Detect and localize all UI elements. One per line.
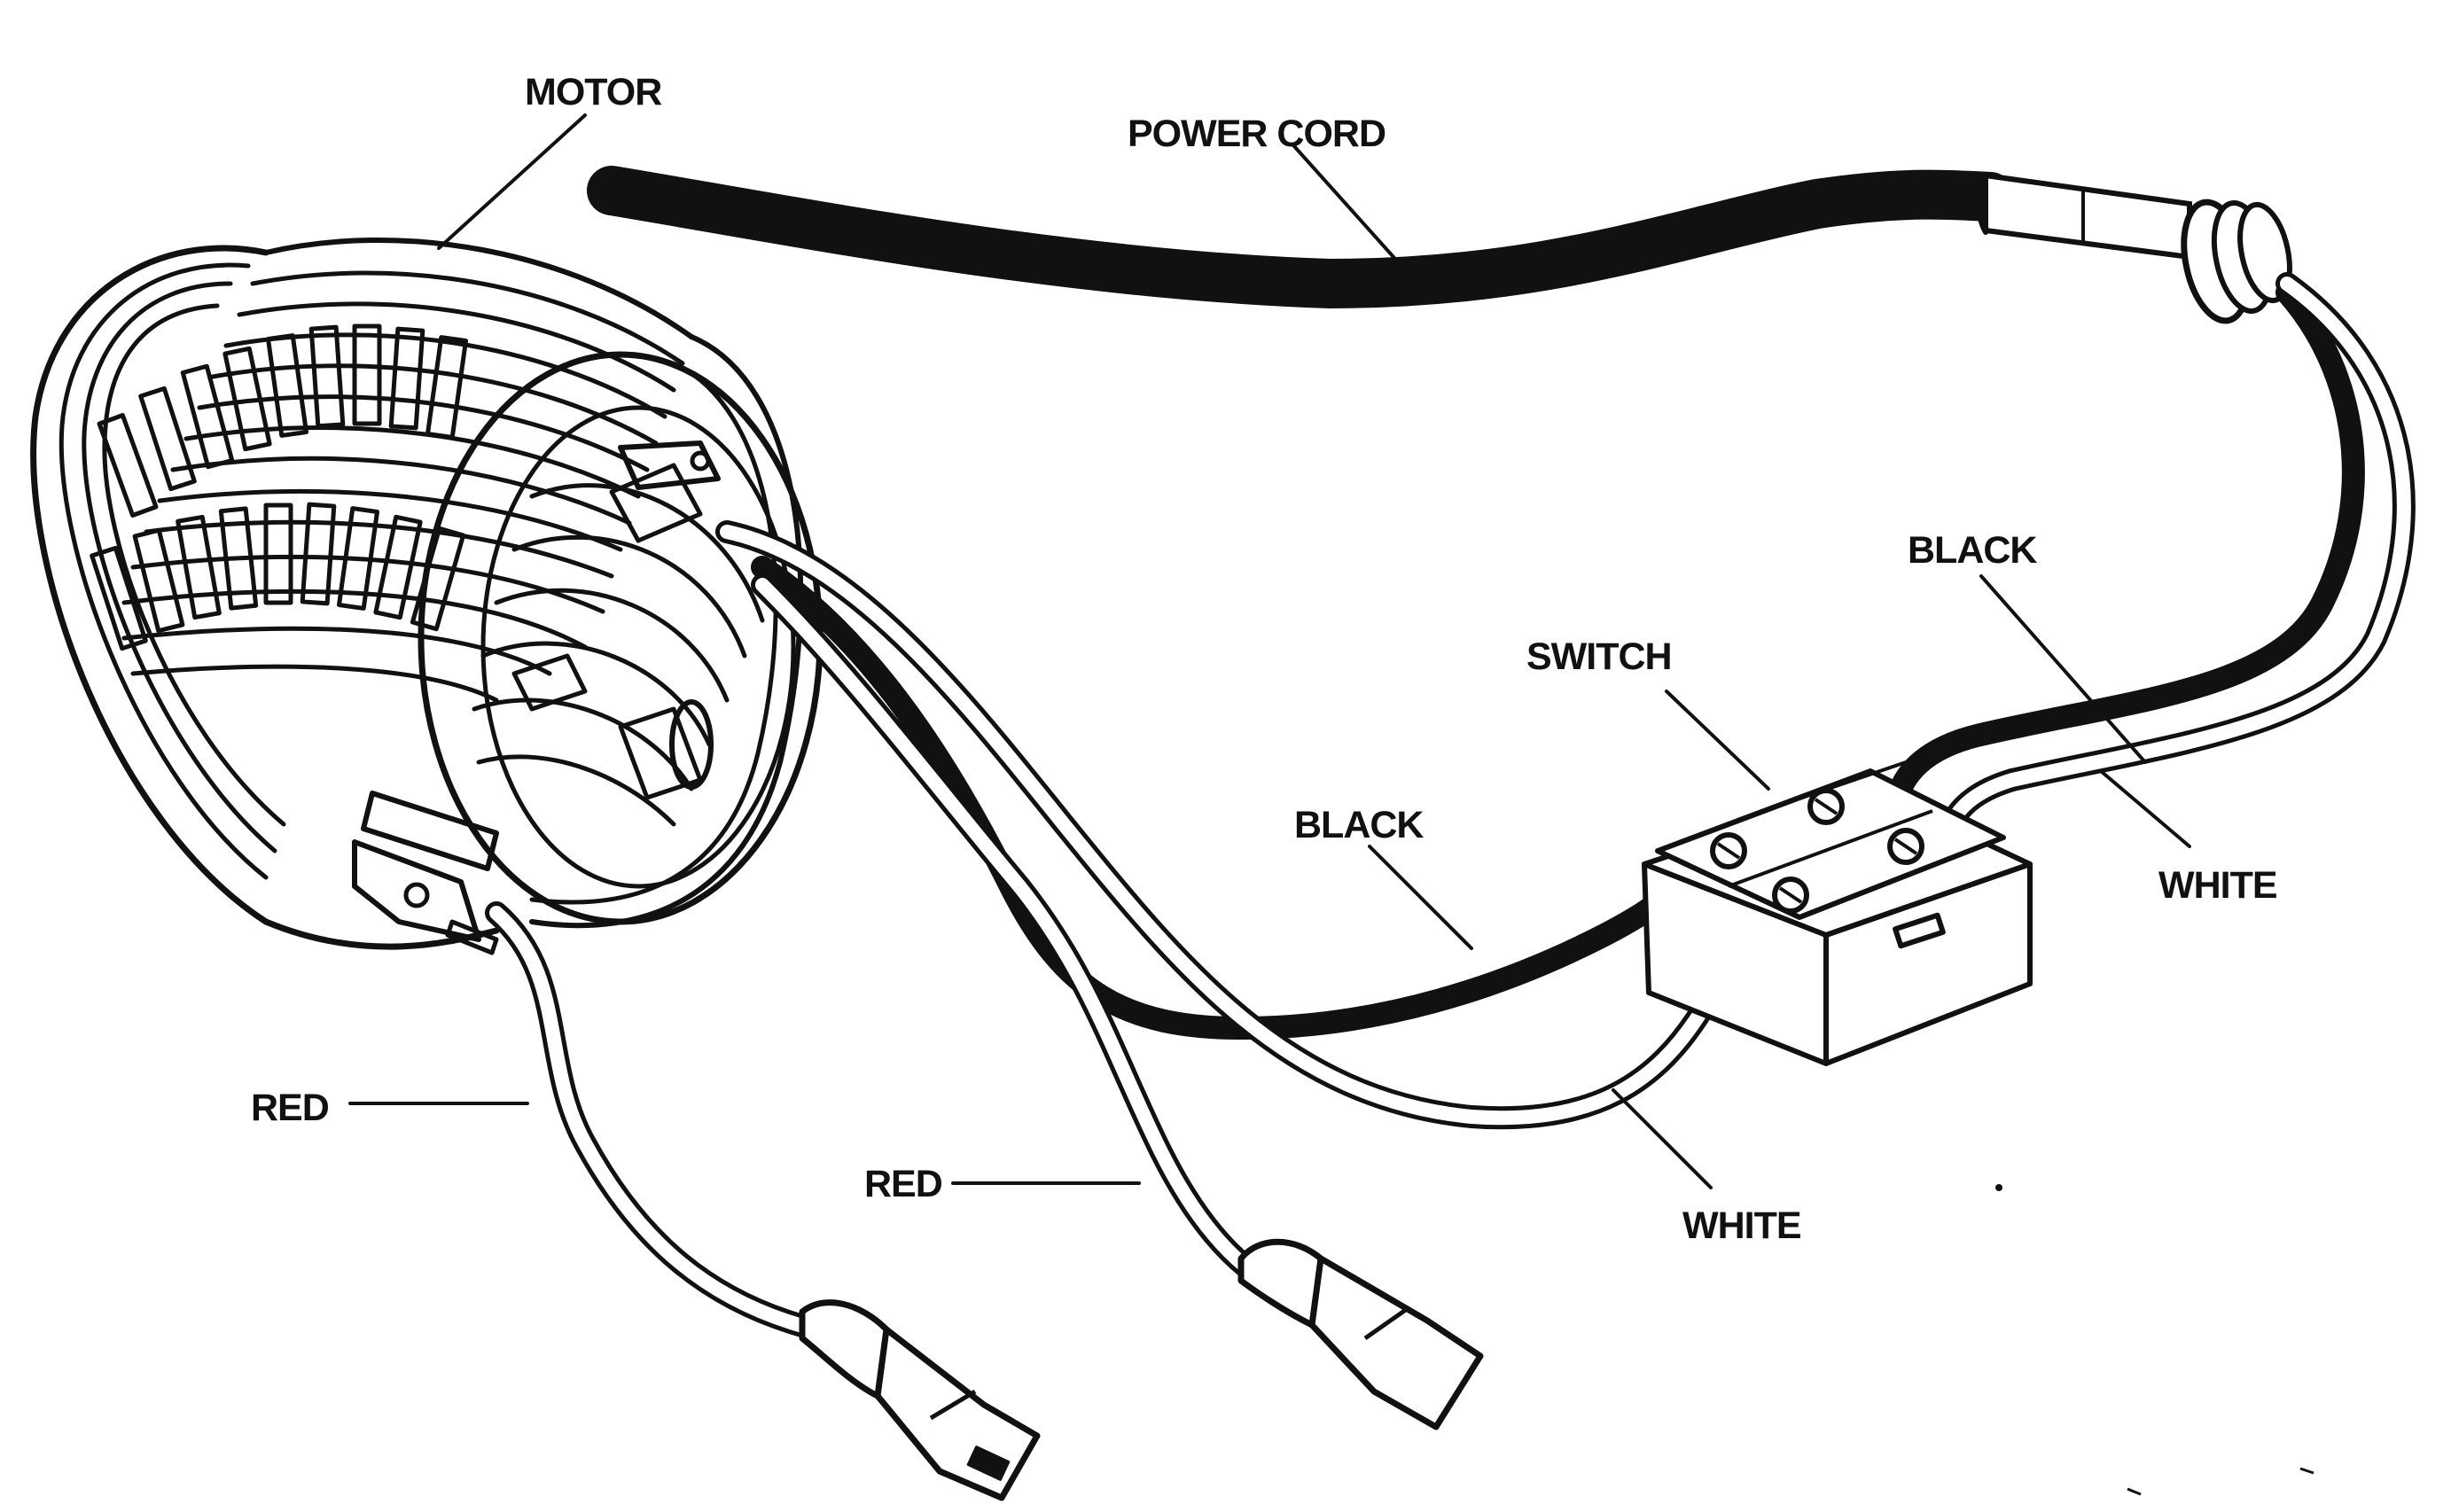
label-black-motor-lead: BLACK — [1294, 804, 1424, 846]
label-white-cord-lead: WHITE — [2158, 864, 2277, 907]
cord-leads — [1885, 272, 2416, 853]
speck — [2127, 1487, 2142, 1496]
label-red-left: RED — [251, 1087, 329, 1129]
label-red-mid: RED — [864, 1163, 942, 1205]
terminal-left — [799, 1299, 1041, 1501]
power-cord — [587, 166, 2292, 324]
label-switch: SWITCH — [1526, 635, 1672, 678]
motor — [30, 237, 824, 955]
labels: MOTOR POWER CORD BLACK SWITCH BLACK WHIT… — [251, 71, 2278, 1247]
label-black-cord-lead: BLACK — [1908, 529, 2037, 572]
leader-lines — [348, 113, 2191, 1189]
speck — [1995, 1184, 2002, 1191]
label-white-motor-lead: WHITE — [1682, 1204, 1801, 1247]
speck — [2299, 1467, 2314, 1475]
switch — [1642, 760, 2033, 1066]
label-motor: MOTOR — [525, 71, 662, 113]
terminal-mid — [1237, 1238, 1484, 1430]
label-power-cord: POWER CORD — [1128, 113, 1386, 155]
